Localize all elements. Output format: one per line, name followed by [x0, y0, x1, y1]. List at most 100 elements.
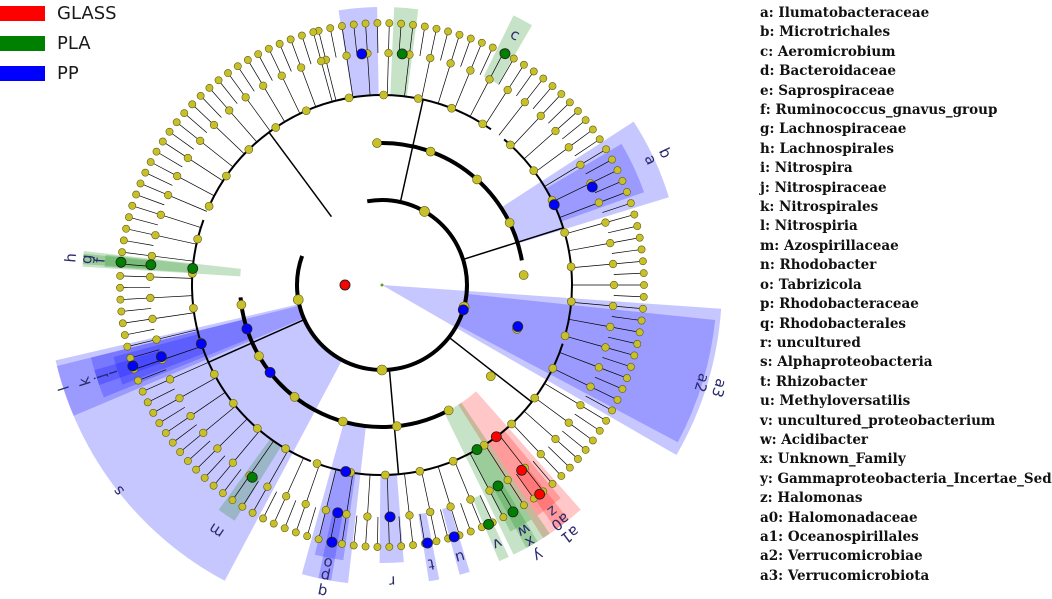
family-node — [503, 85, 512, 95]
class-node — [518, 270, 529, 280]
family-spoke — [523, 410, 556, 440]
leaf-spoke — [128, 216, 158, 226]
leaf-node — [639, 304, 647, 313]
family-spoke — [162, 345, 203, 361]
order-node — [566, 297, 576, 306]
key-item: k: Nitrospirales — [760, 199, 879, 216]
leaf-spoke — [611, 316, 642, 321]
family-node — [321, 506, 330, 515]
family-node — [503, 475, 512, 485]
tree-edges — [120, 23, 644, 547]
leaf-node — [180, 109, 189, 118]
order-node — [193, 234, 202, 244]
key-item: a0: Halomonadaceae — [760, 509, 918, 526]
leaf-node — [608, 406, 616, 415]
leaf-node — [373, 19, 382, 27]
leaf-node — [264, 44, 273, 53]
family-spoke — [559, 202, 600, 218]
key-item: x: Unknown_Family — [760, 451, 906, 468]
class-node — [372, 138, 382, 148]
leaf-node — [192, 465, 200, 474]
family-node — [165, 375, 175, 384]
family-node — [156, 210, 165, 219]
family-spoke — [534, 397, 569, 423]
leaf-node — [224, 69, 232, 77]
family-node — [263, 482, 272, 491]
leaf-spoke — [460, 503, 472, 532]
leaf-spoke — [429, 28, 437, 59]
leaf-node — [420, 22, 429, 31]
leaf-spoke — [516, 473, 535, 499]
family-spoke — [454, 70, 471, 110]
leaf-spoke — [165, 415, 191, 434]
leaf-spoke — [568, 422, 594, 441]
leaf-node — [155, 419, 164, 427]
key-item: a: Ilumatobacteraceae — [760, 5, 930, 21]
class-node — [289, 392, 300, 402]
highlight-node-w — [507, 506, 519, 518]
leaf-node — [303, 532, 312, 540]
leaf-spoke — [301, 35, 312, 65]
leaf-node — [338, 22, 346, 30]
leaf-spoke — [127, 339, 157, 347]
order-node — [229, 398, 238, 408]
family-spoke — [228, 110, 258, 143]
family-node — [536, 111, 545, 120]
family-node — [151, 231, 160, 240]
branch-line — [388, 369, 396, 427]
key-item: q: Rhodobacterales — [760, 315, 907, 332]
family-spoke — [152, 312, 195, 320]
family-node — [196, 136, 205, 145]
leaf-spoke — [555, 438, 579, 460]
family-spoke — [544, 164, 581, 187]
leaf-node — [588, 125, 597, 134]
wedge-label-t: t — [427, 555, 436, 574]
family-spoke — [346, 472, 354, 515]
order-node — [281, 444, 290, 454]
legend-swatch-pp — [0, 65, 45, 81]
wedge-label-v: v — [489, 534, 505, 554]
family-node — [186, 411, 195, 421]
leaf-node — [122, 224, 131, 233]
tree-nodes — [116, 19, 648, 551]
family-spoke — [469, 453, 490, 491]
leaf-node — [385, 542, 394, 551]
leaf-spoke — [153, 397, 180, 414]
leaf-node — [309, 28, 318, 37]
leaf-node — [143, 398, 152, 407]
order-node — [529, 166, 539, 175]
family-node — [301, 499, 310, 509]
leaf-spoke — [273, 496, 287, 524]
leaf-spoke — [574, 413, 600, 432]
family-spoke — [320, 61, 333, 102]
leaf-spoke — [498, 58, 515, 85]
leaf-spoke — [312, 32, 322, 62]
leaf-spoke — [341, 26, 347, 56]
class-node — [254, 351, 264, 361]
leaf-node — [574, 107, 582, 115]
wedge-label-l: l — [55, 384, 73, 394]
leaf-node — [565, 463, 574, 472]
leaf-node — [209, 481, 218, 490]
leaf-spoke — [548, 446, 571, 468]
leaf-spoke — [237, 66, 255, 92]
leaf-spoke — [562, 119, 586, 140]
family-node — [551, 434, 560, 444]
legend-swatch-pla — [0, 35, 45, 51]
leaf-spoke — [489, 490, 504, 518]
leaf-spoke — [213, 462, 234, 486]
leaf-spoke — [409, 24, 414, 55]
key-item: z: Halomonas — [760, 490, 863, 507]
family-spoke — [523, 130, 556, 160]
leaf-spoke — [590, 169, 618, 184]
leaf-spoke — [318, 30, 327, 60]
leaf-node — [444, 27, 452, 36]
leaf-spoke — [135, 194, 165, 206]
key-item: j: Nitrospiraceae — [760, 179, 887, 196]
leaf-spoke — [147, 388, 175, 403]
key-item: l: Nitrospiria — [760, 218, 858, 235]
leaf-spoke — [121, 308, 152, 312]
family-spoke — [203, 405, 236, 434]
leaf-spoke — [284, 500, 297, 529]
leaf-spoke — [611, 249, 642, 254]
